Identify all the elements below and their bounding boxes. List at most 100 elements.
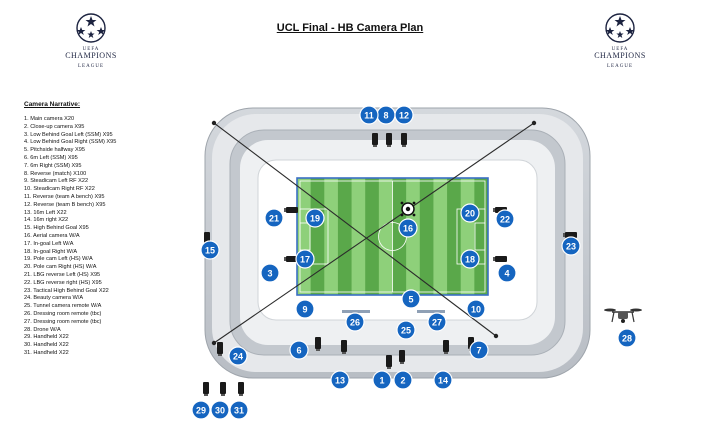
camera-badge-15: 15	[200, 240, 220, 260]
camera-badge-label: 1	[379, 375, 384, 385]
camera-badge-18: 18	[460, 249, 480, 269]
narrative-item: 7. 6m Right (SSM) X95	[24, 162, 82, 169]
camera-badge-16: 16	[398, 218, 418, 238]
camera-icon	[220, 382, 226, 396]
camera-badge-label: 21	[269, 213, 279, 223]
champions-league-logo-left: UEFA CHAMPIONS LEAGUE	[56, 10, 126, 70]
camera-icon	[493, 256, 507, 262]
narrative-item: 12. Reverse (team B bench) X95	[24, 201, 106, 208]
narrative-item: 26. Dressing room remote (tbc)	[24, 310, 102, 317]
camera-badge-label: 29	[196, 405, 206, 415]
camera-icon	[217, 342, 223, 356]
narrative-item: 27. Dressing room remote (tbc)	[24, 318, 102, 325]
camera-badge-11: 11	[359, 105, 379, 125]
camera-badge-8: 8	[376, 105, 396, 125]
uefa-text: UEFA	[611, 47, 629, 52]
narrative-item: 30. Handheld X22	[24, 342, 69, 349]
camera-icon	[315, 337, 321, 351]
camera-icon	[399, 350, 405, 364]
narrative-item: 31. Handheld X22	[24, 349, 69, 356]
champions-league-logo-right: UEFA CHAMPIONS LEAGUE	[585, 10, 655, 70]
narrative-item: 2. Close-up camera X95	[24, 123, 85, 130]
camera-badge-label: 18	[465, 254, 475, 264]
narrative-item: 6. 6m Left (SSM) X95	[24, 154, 78, 161]
narrative-item: 21. LBG reverse Left (HS) X95	[24, 271, 101, 278]
camera-badge-label: 4	[504, 268, 509, 278]
camera-icon	[401, 133, 407, 147]
logo-line1: CHAMPIONS	[594, 51, 646, 60]
camera-icon	[386, 355, 392, 369]
narrative-item: 24. Beauty camera W/A	[24, 295, 84, 302]
camera-badge-2: 2	[393, 370, 413, 390]
camera-badge-label: 11	[364, 110, 374, 120]
bench-platforms	[342, 310, 445, 313]
drone-icon	[604, 308, 642, 323]
pitch-stripe	[378, 178, 393, 295]
camera-badge-label: 16	[403, 223, 413, 233]
narrative-item: 17. In-goal Left W/A	[24, 240, 74, 247]
camera-badge-22: 22	[495, 209, 515, 229]
camera-icon	[386, 133, 392, 147]
cable-lines	[213, 122, 535, 344]
camera-badge-label: 25	[401, 325, 411, 335]
camera-badge-24: 24	[228, 346, 248, 366]
page-title: UCL Final - HB Camera Plan	[276, 22, 424, 34]
narrative-item: 22. LBG reverse right (HS) X95	[24, 279, 102, 286]
camera-badge-28: 28	[617, 328, 637, 348]
pitch-stripe	[337, 178, 353, 295]
narrative-item: 11. Reverse (team A bench) X95	[24, 193, 105, 200]
camera-icon	[203, 382, 209, 396]
camera-icon	[284, 256, 298, 262]
narrative-item: 20. Pole cam Right (HS) W/A	[24, 264, 97, 271]
camera-badge-label: 13	[335, 375, 345, 385]
pitch-stripe	[324, 178, 339, 295]
anchor-point	[211, 340, 217, 346]
narrative-item: 19. Pole cam Left (HS) W/A	[24, 256, 93, 263]
camera-badge-label: 30	[215, 405, 225, 415]
anchor-point	[211, 120, 217, 126]
camera-badge-label: 5	[408, 294, 413, 304]
camera-badge-14: 14	[433, 370, 453, 390]
pitch-stripe	[365, 178, 380, 295]
anchor-point	[531, 120, 537, 126]
camera-badge-20: 20	[460, 203, 480, 223]
narrative-item: 14. 16m right X22	[24, 217, 69, 224]
camera-icon	[563, 232, 577, 238]
camera-badge-23: 23	[561, 236, 581, 256]
camera-icon	[443, 340, 449, 354]
narrative-item: 13. 16m Left X22	[24, 209, 67, 216]
pitch-stripe	[447, 178, 462, 295]
camera-badge-27: 27	[427, 312, 447, 332]
camera-badge-30: 30	[210, 400, 230, 420]
pitch-stripe	[433, 178, 448, 295]
narrative-item: 1. Main camera X20	[24, 116, 75, 122]
camera-badge-label: 24	[233, 351, 243, 361]
camera-badge-label: 9	[302, 304, 307, 314]
camera-icon	[284, 207, 298, 213]
camera-badge-label: 12	[399, 110, 409, 120]
camera-badge-19: 19	[305, 208, 325, 228]
camera-icon	[341, 340, 347, 354]
logo-line2: LEAGUE	[78, 64, 104, 69]
camera-badge-label: 6	[296, 345, 301, 355]
camera-icon	[238, 382, 244, 396]
pitch-stripe	[460, 178, 475, 295]
narrative-item: 3. Low Behind Goal Left (SSM) X95	[24, 131, 113, 138]
camera-icon	[372, 133, 378, 147]
camera-badge-label: 27	[432, 317, 442, 327]
camera-badge-label: 10	[471, 304, 481, 314]
camera-badge-label: 28	[622, 333, 632, 343]
camera-badge-6: 6	[289, 340, 309, 360]
camera-badge-label: 26	[350, 317, 360, 327]
camera-badge-4: 4	[497, 263, 517, 283]
narrative-item: 28. Drone W/A	[24, 326, 61, 333]
camera-glyphs	[203, 133, 577, 396]
camera-badge-26: 26	[345, 312, 365, 332]
camera-badge-label: 7	[476, 345, 481, 355]
logo-line1: CHAMPIONS	[65, 51, 117, 60]
logo-line2: LEAGUE	[607, 64, 633, 69]
pitch-stripe	[351, 178, 366, 295]
